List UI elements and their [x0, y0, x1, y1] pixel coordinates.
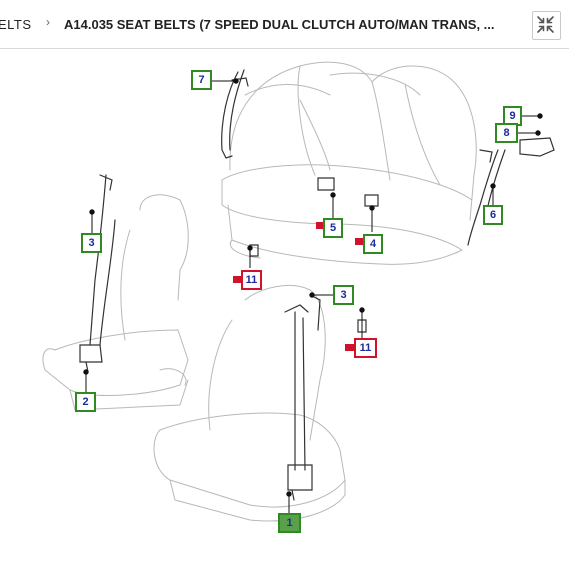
callout-marker	[316, 222, 325, 229]
callout-11-lower[interactable]: 11	[354, 338, 377, 358]
callout-4[interactable]: 4	[363, 234, 383, 254]
callout-marker	[345, 344, 354, 351]
callout-1[interactable]: 1	[278, 513, 301, 533]
callout-marker	[233, 276, 242, 283]
callout-8[interactable]: 8	[495, 123, 518, 143]
seat-belt-exploded-diagram	[42, 61, 555, 522]
callout-3-right[interactable]: 3	[333, 285, 354, 305]
page-title: A14.035 SEAT BELTS (7 SPEED DUAL CLUTCH …	[64, 17, 495, 32]
callout-6[interactable]: 6	[483, 205, 503, 225]
callout-3-left[interactable]: 3	[81, 233, 102, 253]
callout-7[interactable]: 7	[191, 70, 212, 90]
breadcrumb-separator-icon: ›	[46, 15, 50, 29]
collapse-arrows-icon	[537, 16, 554, 33]
callout-marker	[355, 238, 364, 245]
callout-11-upper[interactable]: 11	[241, 270, 262, 290]
breadcrumb-previous[interactable]: ELTS	[0, 17, 32, 32]
top-bar: ELTS › A14.035 SEAT BELTS (7 SPEED DUAL …	[0, 0, 569, 49]
collapse-button[interactable]	[532, 11, 561, 40]
callout-5[interactable]: 5	[323, 218, 343, 238]
callout-2[interactable]: 2	[75, 392, 96, 412]
